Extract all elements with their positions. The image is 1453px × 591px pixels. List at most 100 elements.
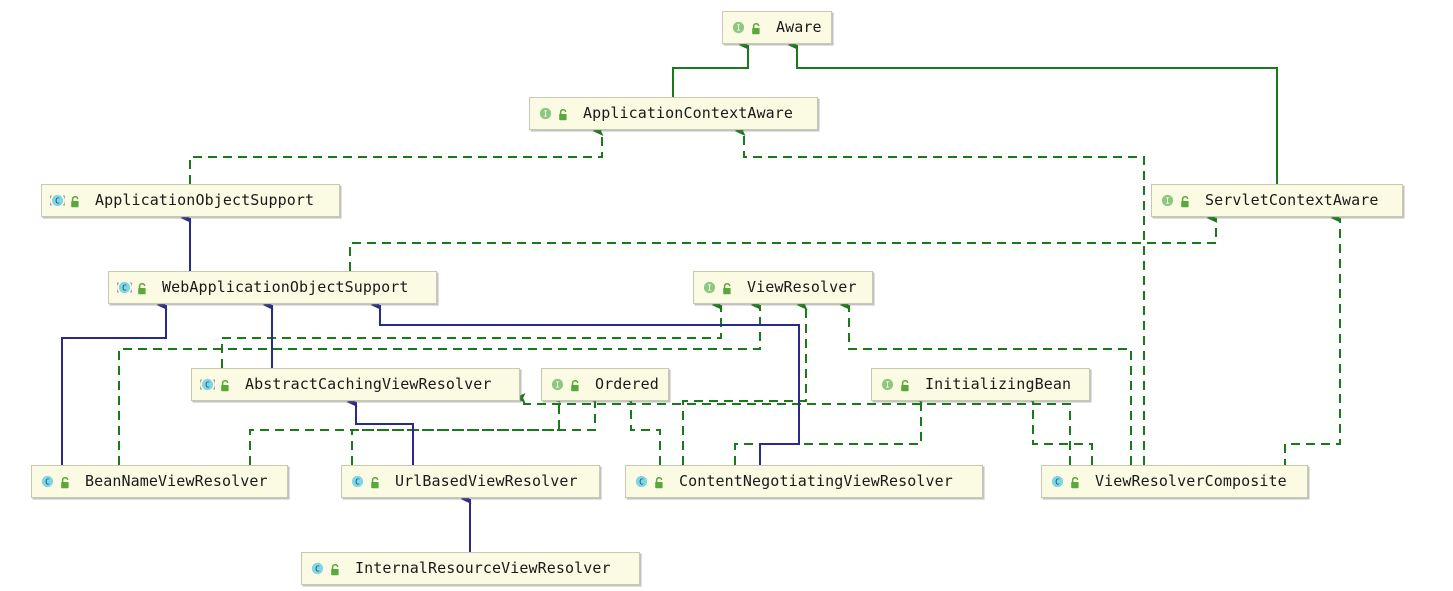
svg-text:I: I <box>1165 197 1170 206</box>
svg-text:C: C <box>639 478 644 487</box>
class-icon: C <box>1050 474 1065 489</box>
class-icon: C <box>350 474 365 489</box>
edge-contentnegotiatingviewresolver-extends-webapplicationobjectsupport <box>370 300 800 465</box>
svg-text:I: I <box>555 381 560 390</box>
node-label: Ordered <box>595 375 659 393</box>
edges-interface-extends <box>672 40 1278 184</box>
edge-beannameviewresolver-extends-webapplicationobjectsupport-route <box>61 300 168 465</box>
edge-viewresolvercomposite-implements-ordered-route <box>514 393 1071 465</box>
uml-node-viewresolvercomposite[interactable]: C ViewResolverComposite <box>1041 465 1308 498</box>
class-icon: C <box>634 474 649 489</box>
interface-icon: I <box>538 106 553 121</box>
node-label: WebApplicationObjectSupport <box>162 278 409 296</box>
edge-viewresolvercomposite-implements-viewresolver <box>839 300 1132 465</box>
class-icon: C <box>40 474 55 489</box>
interface-icon: I <box>702 280 717 295</box>
interface-icon: I <box>550 377 565 392</box>
node-label: ContentNegotiatingViewResolver <box>679 472 953 490</box>
node-icon-group: I <box>731 20 763 35</box>
node-icon-group: I <box>702 280 734 295</box>
node-label: Aware <box>776 18 822 36</box>
edge-abstractcachingviewresolver-implements-viewresolver <box>221 300 723 368</box>
svg-text:C: C <box>315 565 320 574</box>
uml-node-beannameviewresolver[interactable]: C BeanNameViewResolver <box>31 465 288 498</box>
edge-beannameviewresolver-implements-viewresolver <box>118 300 762 465</box>
edge-viewresolvercomposite-implements-applicationcontextaware <box>734 126 1145 465</box>
edges-class-extends <box>61 213 800 552</box>
svg-text:I: I <box>543 110 548 119</box>
edge-webapplicationobjectsupport-implements-servletcontextaware <box>349 213 1218 271</box>
unlocked-padlock-icon <box>136 281 149 295</box>
uml-node-abstractcachingviewresolver[interactable]: C AbstractCachingViewResolver <box>191 368 520 401</box>
node-label: ApplicationObjectSupport <box>95 191 315 209</box>
edge-applicationcontextaware-to-aware <box>672 40 750 97</box>
interface-icon: I <box>731 20 746 35</box>
uml-node-contentnegotiatingviewresolver[interactable]: C ContentNegotiatingViewResolver <box>625 465 983 498</box>
node-label: InitializingBean <box>925 375 1072 393</box>
node-icon-group: I <box>538 106 570 121</box>
node-label: UrlBasedViewResolver <box>395 472 578 490</box>
node-label: ApplicationContextAware <box>583 104 794 122</box>
svg-text:C: C <box>355 478 360 487</box>
unlocked-padlock-icon <box>219 378 232 392</box>
uml-node-aware[interactable]: I Aware <box>722 11 832 44</box>
svg-text:C: C <box>55 197 60 206</box>
unlocked-padlock-icon <box>369 475 382 489</box>
uml-node-viewresolver[interactable]: I ViewResolver <box>693 271 873 304</box>
edge-viewresolvercomposite-implements-initializingbean <box>1023 393 1093 465</box>
edge-beannameviewresolver-implements-ordered <box>249 393 561 465</box>
uml-node-ordered[interactable]: I Ordered <box>541 368 669 401</box>
edge-urlbasedviewresolver-implements-ordered <box>351 393 597 465</box>
edge-urlbasedviewresolver-extends-abstractcachingviewresolver <box>346 397 414 465</box>
svg-text:C: C <box>122 284 127 293</box>
unlocked-padlock-icon <box>1069 475 1082 489</box>
node-icon-group: C <box>634 474 666 489</box>
unlocked-padlock-icon <box>329 562 342 576</box>
interface-icon: I <box>880 377 895 392</box>
class-icon: C <box>115 280 134 295</box>
edge-viewresolvercomposite-implements-servletcontextaware <box>1284 213 1342 498</box>
unlocked-padlock-icon <box>557 107 570 121</box>
node-icon-group: C <box>1050 474 1082 489</box>
unlocked-padlock-icon <box>569 378 582 392</box>
svg-text:I: I <box>707 284 712 293</box>
node-icon-group: C <box>350 474 382 489</box>
uml-node-applicationobjectsupport[interactable]: C ApplicationObjectSupport <box>41 184 340 217</box>
node-icon-group: C <box>40 474 72 489</box>
node-icon-group: C <box>48 193 82 208</box>
uml-node-initializingbean[interactable]: I InitializingBean <box>871 368 1090 401</box>
node-label: AbstractCachingViewResolver <box>245 375 492 393</box>
uml-node-servletcontextaware[interactable]: I ServletContextAware <box>1151 184 1403 217</box>
edges-implements <box>118 126 1342 498</box>
edge-contentnegotiatingviewresolver-implements-viewresolver <box>682 300 808 465</box>
unlocked-padlock-icon <box>1179 194 1192 208</box>
class-icon: C <box>310 561 325 576</box>
node-icon-group: C <box>310 561 342 576</box>
node-label: BeanNameViewResolver <box>85 472 268 490</box>
node-label: ViewResolverComposite <box>1095 472 1287 490</box>
interface-icon: I <box>1160 193 1175 208</box>
node-icon-group: I <box>550 377 582 392</box>
edge-contentnegotiatingviewresolver-implements-ordered <box>621 393 661 465</box>
node-icon-group: I <box>880 377 912 392</box>
edge-applicationobjectsupport-implements-applicationcontextaware <box>189 126 604 184</box>
uml-node-urlbasedviewresolver[interactable]: C UrlBasedViewResolver <box>341 465 600 498</box>
unlocked-padlock-icon <box>69 194 82 208</box>
edge-servletcontextaware-to-aware <box>787 40 1278 184</box>
svg-text:I: I <box>736 24 741 33</box>
node-label: ServletContextAware <box>1205 191 1379 209</box>
svg-text:C: C <box>1055 478 1060 487</box>
unlocked-padlock-icon <box>750 21 763 35</box>
uml-node-applicationcontextaware[interactable]: I ApplicationContextAware <box>529 97 818 130</box>
unlocked-padlock-icon <box>59 475 72 489</box>
uml-node-webapplicationobjectsupport[interactable]: C WebApplicationObjectSupport <box>108 271 437 304</box>
node-label: ViewResolver <box>747 278 857 296</box>
unlocked-padlock-icon <box>653 475 666 489</box>
svg-text:C: C <box>205 381 210 390</box>
node-icon-group: C <box>115 280 149 295</box>
node-icon-group: C <box>198 377 232 392</box>
svg-text:I: I <box>885 381 890 390</box>
